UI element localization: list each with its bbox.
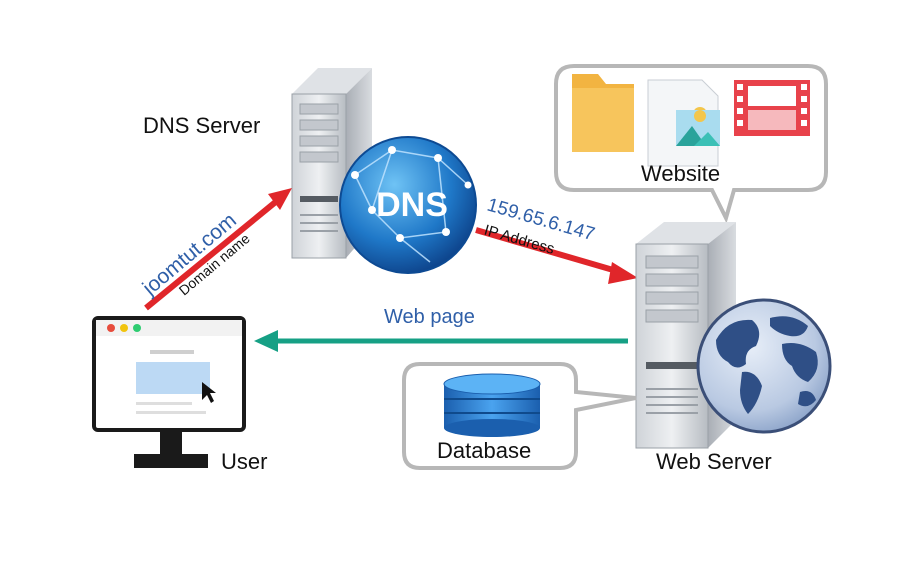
earth-globe-icon bbox=[696, 298, 832, 434]
folder-icon bbox=[572, 74, 634, 152]
dns-globe-icon: DNS bbox=[339, 136, 477, 274]
web-server-label: Web Server bbox=[656, 449, 772, 474]
web-page-arrow bbox=[254, 330, 628, 352]
ip-address-arrow bbox=[475, 227, 638, 284]
user-monitor-icon bbox=[92, 316, 246, 468]
domain-request-arrow bbox=[144, 188, 292, 311]
website-label: Website bbox=[641, 161, 720, 186]
web-server-tower bbox=[635, 222, 736, 449]
database-bubble: Database bbox=[402, 362, 637, 470]
user-label: User bbox=[221, 449, 267, 474]
video-file-icon bbox=[734, 80, 810, 136]
image-file-icon bbox=[647, 79, 720, 167]
web-page-caption: Web page bbox=[384, 306, 475, 328]
dns-server-label: DNS Server bbox=[143, 113, 260, 138]
website-bubble: Website bbox=[554, 64, 828, 224]
database-label: Database bbox=[437, 438, 531, 463]
database-icon bbox=[443, 373, 541, 437]
dns-globe-text: DNS bbox=[376, 186, 448, 224]
